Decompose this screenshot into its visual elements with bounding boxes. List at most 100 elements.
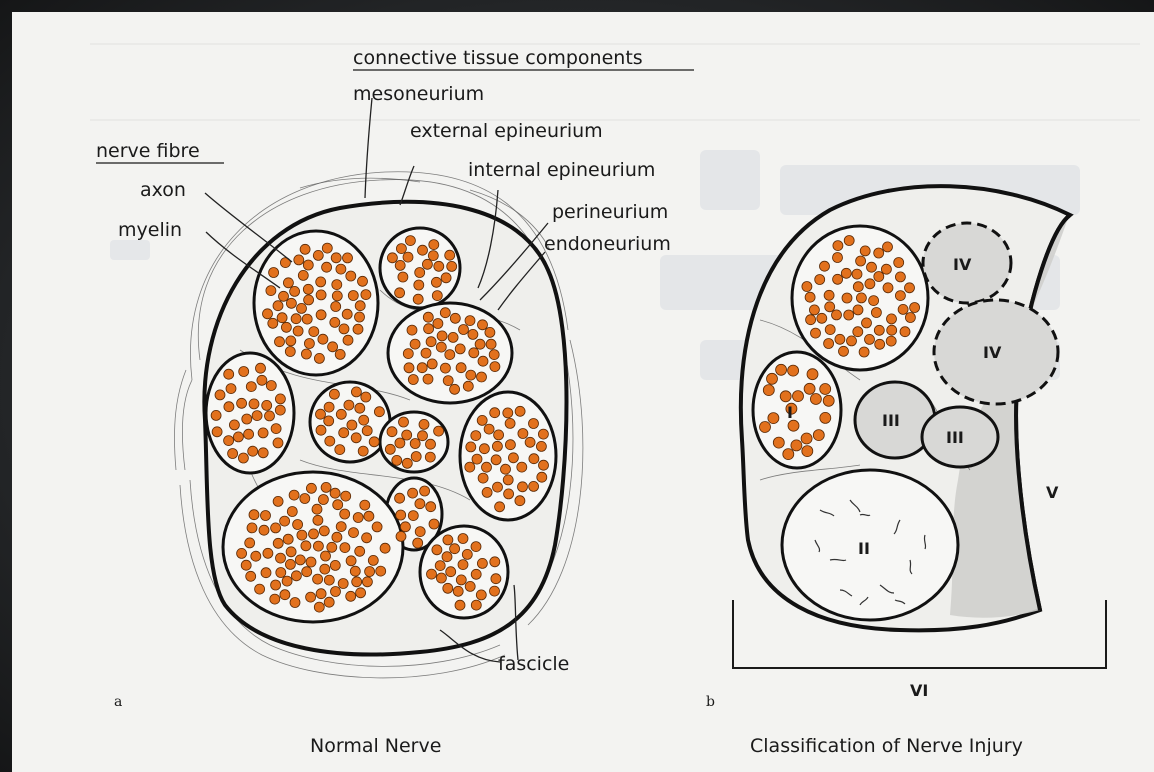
axon-dot bbox=[413, 538, 423, 548]
axon-dot bbox=[309, 327, 319, 337]
axon-dot bbox=[773, 437, 784, 448]
axon-dot bbox=[374, 407, 384, 417]
axon-dot bbox=[504, 489, 514, 499]
axon-dot bbox=[420, 486, 430, 496]
axon-dot bbox=[297, 303, 307, 313]
axon-dot bbox=[249, 399, 259, 409]
axon-dot bbox=[340, 509, 350, 519]
axon-dot bbox=[529, 454, 539, 464]
axon-dot bbox=[477, 558, 487, 568]
axon-dot bbox=[228, 449, 238, 459]
axon-dot bbox=[428, 251, 438, 261]
axon-dot bbox=[302, 314, 312, 324]
axon-dot bbox=[239, 367, 249, 377]
axon-dot bbox=[429, 519, 439, 529]
axon-dot bbox=[538, 429, 548, 439]
axon-dot bbox=[324, 597, 334, 607]
axon-dot bbox=[492, 441, 502, 451]
axon-dot bbox=[833, 241, 843, 251]
axon-dot bbox=[475, 339, 485, 349]
axon-dot bbox=[321, 482, 331, 492]
axon-dot bbox=[852, 269, 862, 279]
axon-dot bbox=[459, 325, 469, 335]
axon-dot bbox=[300, 494, 310, 504]
axon-dot bbox=[447, 261, 457, 271]
axon-dot bbox=[450, 384, 460, 394]
axon-dot bbox=[327, 542, 337, 552]
axon-dot bbox=[410, 339, 420, 349]
axon-dot bbox=[898, 304, 908, 314]
axon-dot bbox=[302, 567, 312, 577]
axon-dot bbox=[886, 336, 896, 346]
axon-dot bbox=[319, 526, 329, 536]
axon-dot bbox=[411, 452, 421, 462]
axon-dot bbox=[865, 279, 875, 289]
axon-dot bbox=[505, 440, 515, 450]
axon-dot bbox=[402, 458, 412, 468]
axon-dot bbox=[303, 260, 313, 270]
axon-dot bbox=[895, 291, 905, 301]
axon-dot bbox=[313, 574, 323, 584]
axon-dot bbox=[332, 280, 342, 290]
axon-dot bbox=[887, 325, 897, 335]
axon-dot bbox=[865, 334, 875, 344]
axon-dot bbox=[324, 402, 334, 412]
axon-dot bbox=[355, 403, 365, 413]
axon-dot bbox=[361, 290, 371, 300]
axon-dot bbox=[362, 533, 372, 543]
axon-dot bbox=[875, 339, 885, 349]
axon-dot bbox=[351, 433, 361, 443]
axon-dot bbox=[871, 308, 881, 318]
axon-dot bbox=[330, 488, 340, 498]
axon-dot bbox=[478, 473, 488, 483]
axon-dot bbox=[894, 258, 904, 268]
axon-dot bbox=[421, 348, 431, 358]
axon-dot bbox=[463, 381, 473, 391]
axon-dot bbox=[247, 523, 257, 533]
axon-dot bbox=[275, 405, 285, 415]
axon-dot bbox=[426, 439, 436, 449]
connective-tissue-heading: connective tissue components bbox=[353, 47, 643, 69]
axon-dot bbox=[862, 318, 872, 328]
axon-dot bbox=[314, 353, 324, 363]
axon-dot bbox=[316, 589, 326, 599]
axon-dot bbox=[237, 548, 247, 558]
endoneurium-label: endoneurium bbox=[544, 233, 671, 255]
axon-dot bbox=[396, 244, 406, 254]
grade-iv-label: IV bbox=[953, 255, 972, 274]
axon-dot bbox=[321, 551, 331, 561]
axon-dot bbox=[431, 277, 441, 287]
axon-dot bbox=[494, 430, 504, 440]
axon-dot bbox=[211, 410, 221, 420]
axon-dot bbox=[395, 438, 405, 448]
axon-dot bbox=[767, 373, 778, 384]
axon-dot bbox=[434, 426, 444, 436]
axon-dot bbox=[433, 319, 443, 329]
axon-dot bbox=[536, 441, 546, 451]
axon-dot bbox=[432, 291, 442, 301]
axon-dot bbox=[810, 394, 821, 405]
axon-dot bbox=[847, 336, 857, 346]
axon-dot bbox=[255, 584, 265, 594]
axon-dot bbox=[455, 600, 465, 610]
axon-dot bbox=[297, 530, 307, 540]
axon-dot bbox=[874, 248, 884, 258]
axon-dot bbox=[436, 342, 446, 352]
axon-dot bbox=[440, 363, 450, 373]
axon-dot bbox=[322, 243, 332, 253]
axon-dot bbox=[486, 339, 496, 349]
grade-ii-fascicle bbox=[782, 470, 958, 620]
axon-dot bbox=[331, 587, 341, 597]
axon-dot bbox=[478, 320, 488, 330]
axon-dot bbox=[801, 433, 812, 444]
axon-dot bbox=[238, 453, 248, 463]
mesoneurium-label: mesoneurium bbox=[353, 83, 484, 105]
axon-dot bbox=[376, 566, 386, 576]
axon-dot bbox=[313, 541, 323, 551]
axon-dot bbox=[813, 430, 824, 441]
axon-dot bbox=[398, 272, 408, 282]
axon-dot bbox=[300, 244, 310, 254]
axon-dot bbox=[306, 557, 316, 567]
axon-dot bbox=[490, 362, 500, 372]
axon-dot bbox=[291, 571, 301, 581]
